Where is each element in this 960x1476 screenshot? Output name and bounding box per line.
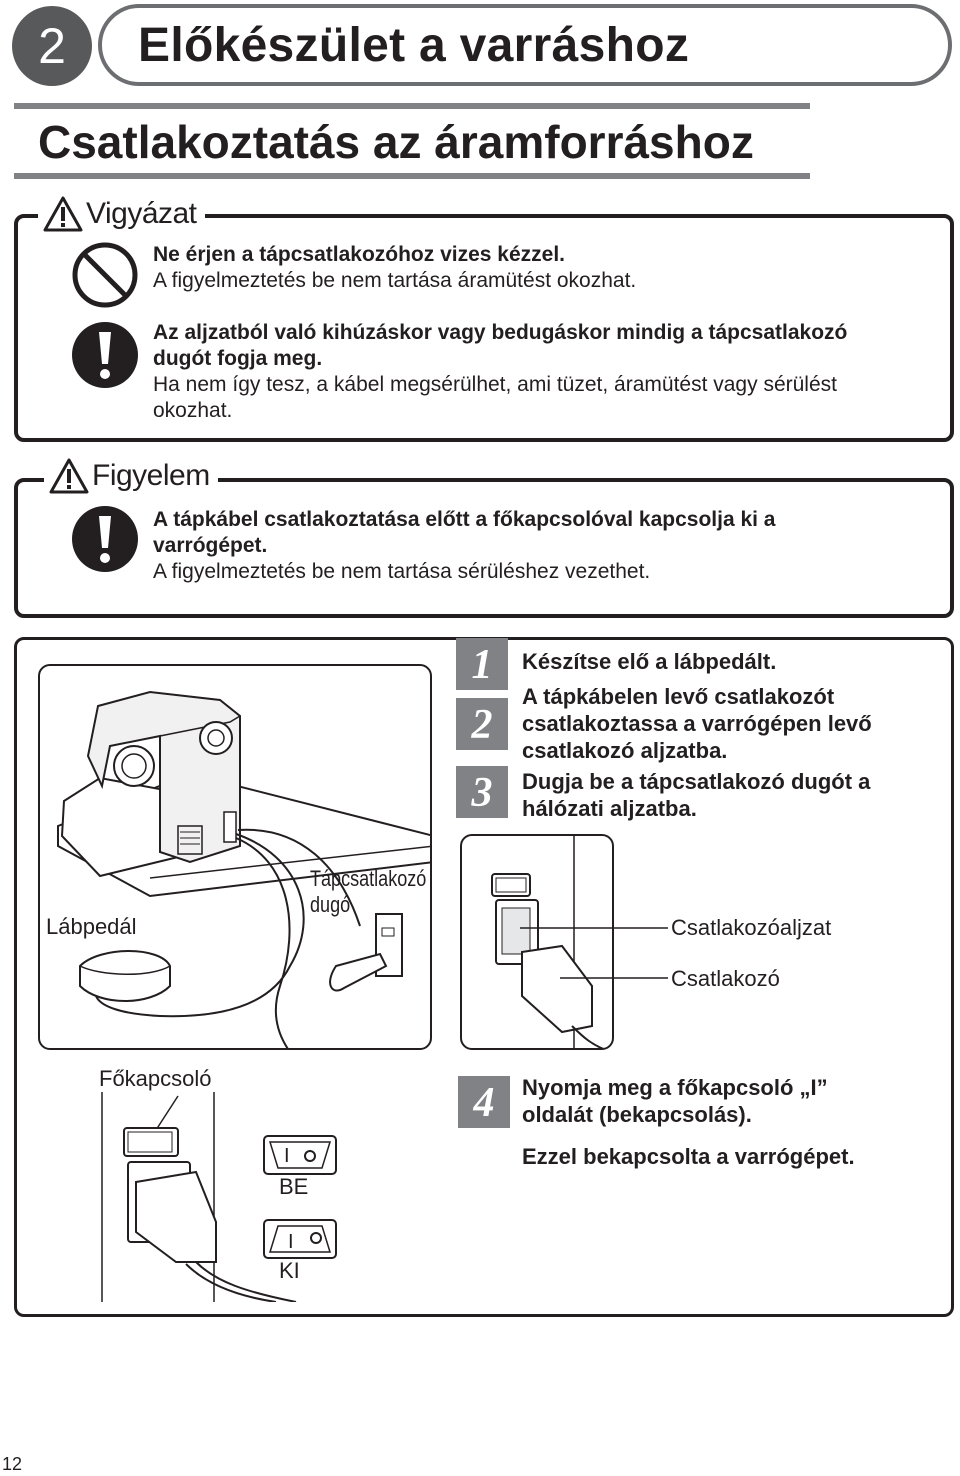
vigyazat-item-1-bold: Ne érjen a tápcsatlakozóhoz vizes kézzel…	[153, 243, 566, 266]
vigyazat-header: Vigyázat	[38, 194, 205, 234]
switch-off-illustration	[263, 1219, 337, 1259]
step-3-text: Dugja be a tápcsatlakozó dugót a hálózat…	[522, 769, 871, 821]
step-4-extra: Ezzel bekapcsolta a varrógépet.	[522, 1144, 855, 1169]
switch-on-illustration	[263, 1135, 337, 1175]
figyelem-item-1: A tápkábel csatlakoztatása előtt a főkap…	[153, 507, 893, 585]
power-plug-label-line2: dugó	[310, 892, 351, 917]
vigyazat-item-1: Ne érjen a tápcsatlakozóhoz vizes kézzel…	[153, 242, 913, 294]
vigyazat-box	[14, 214, 954, 442]
vigyazat-item-1-normal: A figyelmeztetés be nem tartása áramütés…	[153, 269, 637, 292]
warning-triangle-icon	[43, 196, 83, 232]
step-3-badge: 3	[456, 766, 508, 818]
switch-on-mark: I	[284, 1145, 290, 1167]
exclamation-icon	[72, 322, 138, 388]
step-4-badge: 4	[458, 1076, 510, 1128]
step-1-badge: 1	[456, 638, 508, 690]
figyelem-item-1-bold: A tápkábel csatlakoztatása előtt a főkap…	[153, 508, 776, 557]
figyelem-header: Figyelem	[44, 456, 218, 496]
power-plug-label-line1: Tápcsatlakozó	[310, 866, 427, 891]
exclamation-icon	[72, 506, 138, 572]
connector-label: Csatlakozó	[671, 966, 780, 991]
main-switch-illustration	[101, 1092, 297, 1302]
step-2-text: A tápkábelen levő csatlakozót csatlakozt…	[522, 684, 872, 763]
figyelem-box	[14, 478, 954, 618]
chapter-title: Előkészület a varráshoz	[138, 19, 690, 72]
page-number: 12	[2, 1454, 23, 1474]
illustration-machine-setup: Lábpedál Tápcsatlakozó dugó	[38, 664, 432, 1050]
vigyazat-item-2-bold: Az aljzatból való kihúzáskor vagy bedugá…	[153, 321, 848, 370]
sewing-machine-illustration	[57, 690, 430, 1048]
vigyazat-item-2-normal: Ha nem így tesz, a kábel megsérülhet, am…	[153, 373, 837, 422]
figyelem-label: Figyelem	[92, 459, 210, 492]
figyelem-item-1-normal: A figyelmeztetés be nem tartása sérülésh…	[153, 560, 651, 583]
socket-label: Csatlakozóaljzat	[671, 915, 832, 940]
section-title: Csatlakoztatás az áramforráshoz	[38, 116, 754, 168]
step-4-text: Nyomja meg a főkapcsoló „I” oldalát (bek…	[522, 1075, 828, 1127]
warning-triangle-icon	[49, 458, 89, 494]
vigyazat-label: Vigyázat	[86, 197, 197, 230]
vigyazat-item-2: Az aljzatból való kihúzáskor vagy bedugá…	[153, 320, 873, 424]
chapter-header-bar	[98, 4, 952, 86]
prohibition-icon	[72, 242, 138, 308]
step-1-text: Készítse elő a lábpedált.	[522, 649, 777, 674]
foot-pedal-label: Lábpedál	[46, 914, 137, 939]
illustration-socket-detail	[460, 834, 614, 1050]
socket-illustration	[491, 836, 604, 1048]
chapter-number: 2	[12, 6, 92, 86]
section-rule-top	[14, 103, 810, 109]
section-rule-bottom	[14, 173, 810, 179]
main-switch-label: Főkapcsoló	[99, 1066, 212, 1091]
off-label: KI	[279, 1258, 300, 1283]
step-2-badge: 2	[456, 698, 508, 750]
on-label: BE	[279, 1174, 309, 1199]
switch-off-mark: I	[288, 1231, 294, 1253]
socket-leader-lines	[520, 927, 668, 979]
